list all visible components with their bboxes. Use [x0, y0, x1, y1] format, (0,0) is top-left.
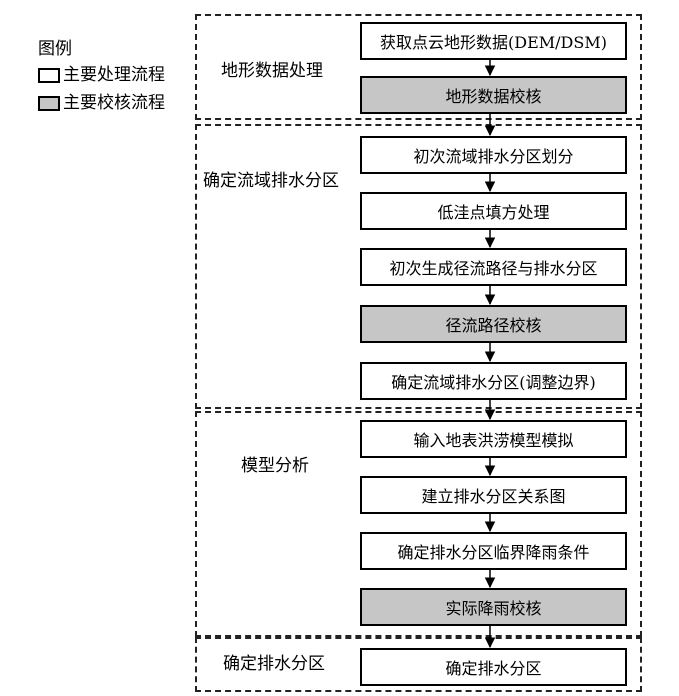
group-model-analysis	[195, 411, 642, 637]
step-initial-runoff-paths: 初次生成径流路径与排水分区	[360, 248, 627, 286]
step-final-partition: 确定排水分区	[360, 648, 627, 686]
legend-swatch-main	[38, 67, 60, 83]
step-depression-filling: 低洼点填方处理	[360, 192, 627, 230]
step-terrain-data-check: 地形数据校核	[360, 76, 627, 114]
group-catchment-partition	[195, 124, 642, 409]
group-label-terrain-data-processing: 地形数据处理	[221, 61, 323, 81]
group-label-model-analysis: 模型分析	[241, 456, 309, 476]
legend-item-main: 主要处理流程	[38, 64, 165, 86]
step-flood-model-input: 输入地表洪涝模型模拟	[360, 420, 627, 458]
legend-label-check: 主要校核流程	[63, 93, 165, 113]
step-critical-rainfall: 确定排水分区临界降雨条件	[360, 532, 627, 570]
step-relationship-diagram: 建立排水分区关系图	[360, 476, 627, 514]
legend-label-main: 主要处理流程	[63, 65, 165, 85]
group-label-final-partition: 确定排水分区	[223, 654, 325, 674]
legend-swatch-check	[38, 95, 60, 111]
step-runoff-path-check: 径流路径校核	[360, 305, 627, 343]
step-adjust-boundaries: 确定流域排水分区(调整边界)	[360, 362, 627, 400]
step-actual-rainfall-check: 实际降雨校核	[360, 588, 627, 626]
group-final-partition	[195, 637, 642, 692]
step-initial-catchment-division: 初次流域排水分区划分	[360, 136, 627, 174]
legend-item-check: 主要校核流程	[38, 92, 165, 114]
legend-title: 图例	[38, 39, 72, 59]
group-label-catchment-partition: 确定流域排水分区	[203, 171, 339, 191]
step-acquire-point-cloud: 获取点云地形数据(DEM/DSM)	[360, 22, 627, 60]
group-terrain-data-processing	[195, 14, 642, 120]
